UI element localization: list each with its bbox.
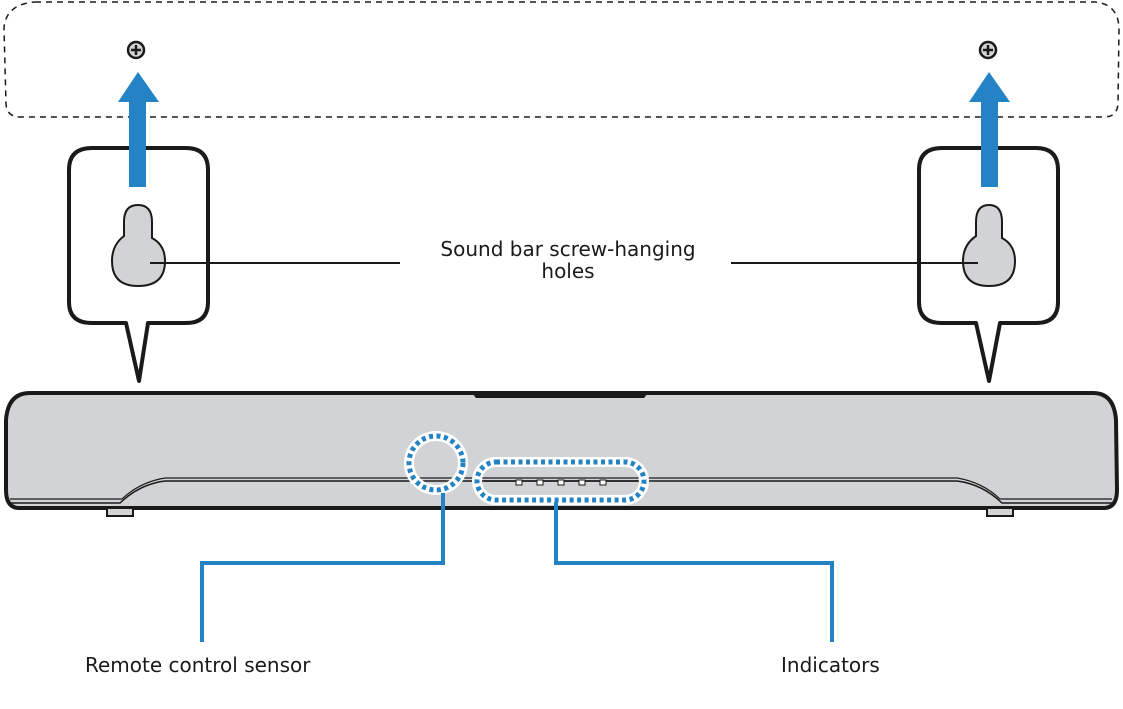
indicator-led <box>515 479 523 486</box>
sound-bar <box>3 391 1120 517</box>
foot-left <box>106 507 134 517</box>
leader-line-indicators <box>554 502 834 642</box>
indicator-led <box>599 479 607 486</box>
label-remote-control-sensor: Remote control sensor <box>85 653 311 677</box>
label-screw-hanging-holes: Sound bar screw-hanging holes <box>440 237 696 283</box>
leader-line-remote-sensor <box>200 493 445 642</box>
arrow-up-icon-right <box>969 72 1010 187</box>
wall-outline <box>3 1 1120 118</box>
indicators-highlight <box>472 457 649 505</box>
indicator-leds <box>484 479 638 486</box>
indicator-led <box>536 479 544 486</box>
foot-right <box>986 507 1014 517</box>
keyhole-slot-icon-right <box>961 203 1017 288</box>
indicator-led <box>578 479 586 486</box>
screw-head-icon-left <box>126 40 146 60</box>
label-indicators: Indicators <box>781 653 880 677</box>
screw-head-icon-right <box>978 40 998 60</box>
arrow-up-icon-left <box>118 72 159 187</box>
keyhole-slot-icon-left <box>110 203 167 288</box>
remote-sensor-highlight <box>404 431 468 495</box>
indicator-led <box>557 479 565 486</box>
